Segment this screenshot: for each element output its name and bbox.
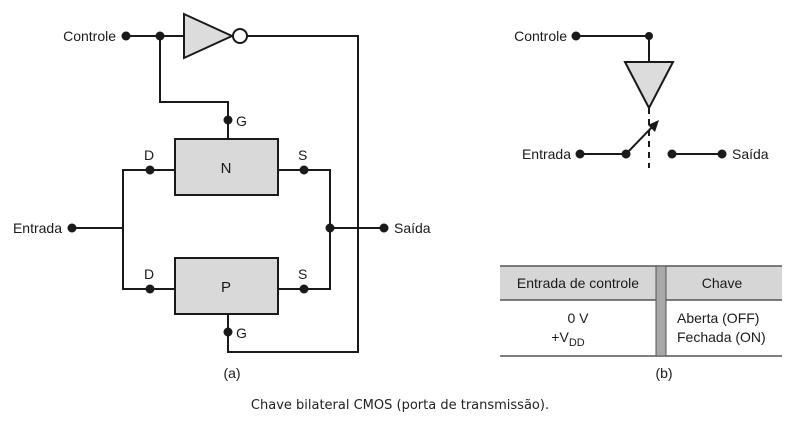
b-switch-arrowhead	[648, 120, 659, 132]
n-drain-dot	[145, 165, 155, 175]
p-gate-dot	[223, 327, 233, 337]
table-header-control: Entrada de controle	[517, 275, 639, 291]
p-source-label: S	[298, 266, 307, 282]
n-transistor-label: N	[221, 160, 232, 177]
p-transistor-label: P	[221, 279, 231, 296]
control-junction-dot	[155, 31, 165, 41]
b-caption: (b)	[655, 365, 672, 381]
p-source-dot	[299, 284, 309, 294]
n-drain-label: D	[144, 147, 154, 163]
saida-junction-dot	[325, 223, 335, 233]
p-gate-wire	[227, 35, 359, 353]
p-drain-label: D	[144, 266, 154, 282]
saida-terminal-dot	[379, 223, 389, 233]
truth-table: Entrada de controle Chave 0 V +VDD Abert…	[500, 265, 782, 357]
b-saida-dot	[717, 149, 727, 159]
n-source-label: S	[298, 147, 307, 163]
diagram-a-dots	[67, 31, 389, 337]
table-row2-switch: Fechada (ON)	[677, 329, 766, 345]
b-control-wire	[576, 35, 650, 62]
inverter-bubble	[232, 28, 248, 44]
table-row1-control: 0 V	[567, 310, 589, 326]
b-controle-dot	[571, 31, 581, 41]
table-row2-control: +VDD	[551, 329, 584, 349]
table-header-switch: Chave	[702, 275, 743, 291]
n-gate-dot	[223, 115, 233, 125]
figure-caption: Chave bilateral CMOS (porta de transmiss…	[250, 398, 550, 413]
n-gate-label: G	[236, 113, 247, 129]
a-saida-label: Saída	[394, 220, 431, 236]
b-switch-blade	[625, 123, 656, 155]
a-entrada-label: Entrada	[13, 220, 62, 236]
b-entrada-dot	[575, 149, 585, 159]
n-gate-wire	[159, 36, 229, 120]
b-controle-label: Controle	[514, 28, 567, 44]
table-column-divider	[655, 265, 667, 357]
b-buffer-symbol	[623, 61, 675, 111]
diagram-b	[576, 35, 722, 168]
b-entrada-label: Entrada	[522, 146, 571, 162]
b-control-corner-dot	[645, 32, 653, 40]
p-drain-dot	[145, 284, 155, 294]
diagram-b-dots	[571, 31, 727, 159]
p-transistor-box	[174, 257, 279, 315]
table-row1-switch: Aberta (OFF)	[677, 310, 759, 326]
b-saida-label: Saída	[732, 146, 769, 162]
vdd-main: +V	[551, 329, 569, 345]
a-caption: (a)	[223, 365, 240, 381]
diagram-a	[72, 12, 384, 353]
inverter-symbol	[183, 12, 235, 60]
b-switch-pivot-dot	[621, 149, 631, 159]
a-controle-label: Controle	[63, 28, 116, 44]
p-gate-label: G	[236, 325, 247, 341]
controle-terminal-dot	[121, 31, 131, 41]
n-transistor-box	[174, 138, 279, 196]
b-switch-contact-dot	[667, 149, 677, 159]
vdd-subscript: DD	[569, 337, 585, 349]
n-source-dot	[299, 165, 309, 175]
table-header-bg	[500, 266, 782, 300]
entrada-terminal-dot	[67, 223, 77, 233]
